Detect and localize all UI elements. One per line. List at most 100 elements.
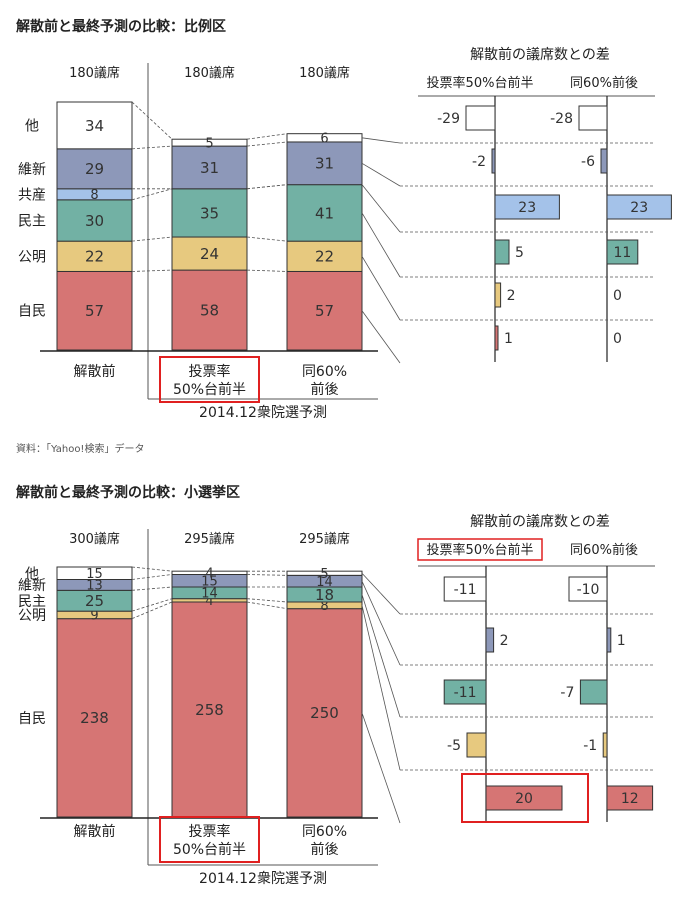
chart0-value-label: 57 — [85, 302, 104, 320]
chart0-series-label: 自民 — [18, 304, 46, 320]
chart0-connector-line — [131, 145, 173, 150]
chart1-highlight-box — [159, 816, 260, 863]
chart1-diff-column-header: 同60%前後 — [570, 542, 638, 558]
chart0-series-label: 維新 — [18, 162, 46, 178]
chart0-group-label: 2014.12衆院選予測 — [199, 405, 327, 421]
chart0-bar-自民-1 — [171, 269, 248, 351]
chart0-value-label: 6 — [320, 132, 328, 147]
chart0-connector-line — [131, 188, 173, 201]
chart1-connector-line — [131, 566, 173, 572]
chart0-value-label: 41 — [315, 204, 334, 222]
chart0-bar-維新-1 — [171, 145, 248, 190]
chart1-category-label: 解散前 — [74, 823, 116, 840]
chart0-value-label: 57 — [315, 302, 334, 320]
chart1-value-label: 9 — [90, 609, 98, 624]
chart0-diff-leader-line — [361, 162, 401, 187]
chart0-diff-bar-維新-1 — [600, 148, 608, 174]
chart0-diff-bar-民主-0 — [494, 239, 510, 265]
chart0-diff-bar-共産-1 — [606, 194, 672, 220]
chart1-diff-header-highlight — [417, 538, 543, 561]
chart1-value-label: 4 — [205, 567, 213, 582]
chart0-connector-line — [131, 269, 173, 272]
chart1-diff-bar-公明-1 — [602, 732, 608, 758]
chart0-value-label: 8 — [90, 188, 98, 203]
source-note: 資料：「Yahoo!検索」データ — [16, 442, 144, 455]
chart0-value-label: 31 — [200, 159, 219, 177]
chart0-diff-value: -6 — [581, 154, 595, 170]
chart0-series-label: 公明 — [18, 249, 46, 265]
chart1-connector-line — [131, 598, 173, 612]
chart1-value-label: 18 — [315, 586, 334, 604]
chart1-connector-line — [131, 574, 173, 580]
chart1-bar-自民-1 — [171, 601, 248, 818]
chart1-value-label: 15 — [201, 574, 218, 589]
chart1-diff-value: -5 — [447, 738, 461, 754]
chart0-value-label: 22 — [85, 248, 104, 266]
chart0-value-label: 22 — [315, 248, 334, 266]
chart1-bar-他-1 — [171, 570, 248, 576]
chart1-seat-total: 295議席 — [299, 531, 350, 547]
chart1-connector-line — [131, 586, 173, 591]
chart0-diff-bar-維新-0 — [491, 148, 496, 174]
chart0-diff-bar-他-0 — [465, 105, 496, 131]
chart1-value-label: 5 — [320, 567, 328, 582]
chart1-diff-highlight-box — [461, 773, 589, 823]
chart0-category-label: 解散前 — [74, 363, 116, 380]
chart0-diff-value: 1 — [504, 331, 513, 347]
chart0-diff-bar-自民-0 — [494, 325, 499, 351]
chart0-seat-total: 180議席 — [184, 65, 235, 81]
chart1-diff-leader-line — [361, 581, 401, 666]
chart0-diff-column-header: 投票率50%台前半 — [427, 75, 534, 91]
chart1-diff-leader-line — [361, 594, 401, 718]
chart1-title: 解散前と最終予測の比較：小選挙区 — [16, 484, 240, 501]
chart1-diff-leader-line — [361, 712, 401, 824]
chart0-bar-他-1 — [171, 138, 248, 147]
chart0-diff-value: 23 — [518, 200, 536, 216]
chart1-diff-value: -1 — [583, 738, 597, 754]
chart1-diff-bar-自民-1 — [606, 785, 654, 811]
chart1-diff-bar-他-0 — [443, 576, 487, 602]
chart1-diff-bar-民主-1 — [579, 679, 608, 705]
chart0-series-label: 民主 — [18, 213, 46, 229]
chart1-category-label: 同60%前後 — [302, 824, 347, 858]
chart1-series-label: 公明 — [18, 608, 46, 624]
chart1-diff-bar-自民-0 — [485, 785, 563, 811]
chart0-bar-自民-0 — [56, 270, 133, 351]
chart1-series-label: 自民 — [18, 711, 46, 727]
chart0-seat-total: 180議席 — [69, 65, 120, 81]
chart1-series-label: 民主 — [18, 594, 46, 610]
chart0-value-label: 24 — [200, 245, 219, 263]
chart1-value-label: 4 — [205, 594, 213, 609]
chart0-connector-line — [246, 236, 288, 242]
chart1-diff-value: -11 — [454, 685, 477, 701]
chart0-series-label: 共産 — [18, 187, 46, 203]
chart1-diff-value: -11 — [454, 582, 477, 598]
chart0-bar-公明-1 — [171, 236, 248, 271]
chart0-diff-leader-line — [361, 310, 401, 364]
chart0-diff-leader-line — [361, 184, 401, 233]
chart0-seat-total: 180議席 — [299, 65, 350, 81]
chart0-diff-bar-他-1 — [578, 105, 608, 131]
chart1-diff-bar-維新-1 — [606, 627, 612, 653]
chart1-diff-title: 解散前の議席数との差 — [470, 513, 610, 530]
chart0-diff-value: -28 — [550, 111, 573, 127]
chart0-connector-line — [246, 269, 288, 272]
chart1-connector-line — [246, 601, 288, 610]
chart0-diff-leader-line — [361, 137, 401, 144]
chart1-bar-他-0 — [56, 566, 133, 580]
chart0-bar-公明-2 — [286, 240, 363, 272]
chart1-series-label: 維新 — [18, 578, 46, 594]
chart1-diff-bar-民主-0 — [443, 679, 487, 705]
chart1-connector-line — [246, 574, 288, 576]
chart0-bar-民主-2 — [286, 184, 363, 242]
chart1-diff-bar-維新-0 — [485, 627, 495, 653]
chart0-diff-value: 0 — [613, 288, 622, 304]
chart1-diff-value: -10 — [577, 582, 600, 598]
chart1-diff-bar-他-1 — [568, 576, 608, 602]
chart1-seat-total: 300議席 — [69, 531, 120, 547]
chart0-value-label: 58 — [200, 301, 219, 319]
chart1-diff-value: 1 — [617, 633, 626, 649]
